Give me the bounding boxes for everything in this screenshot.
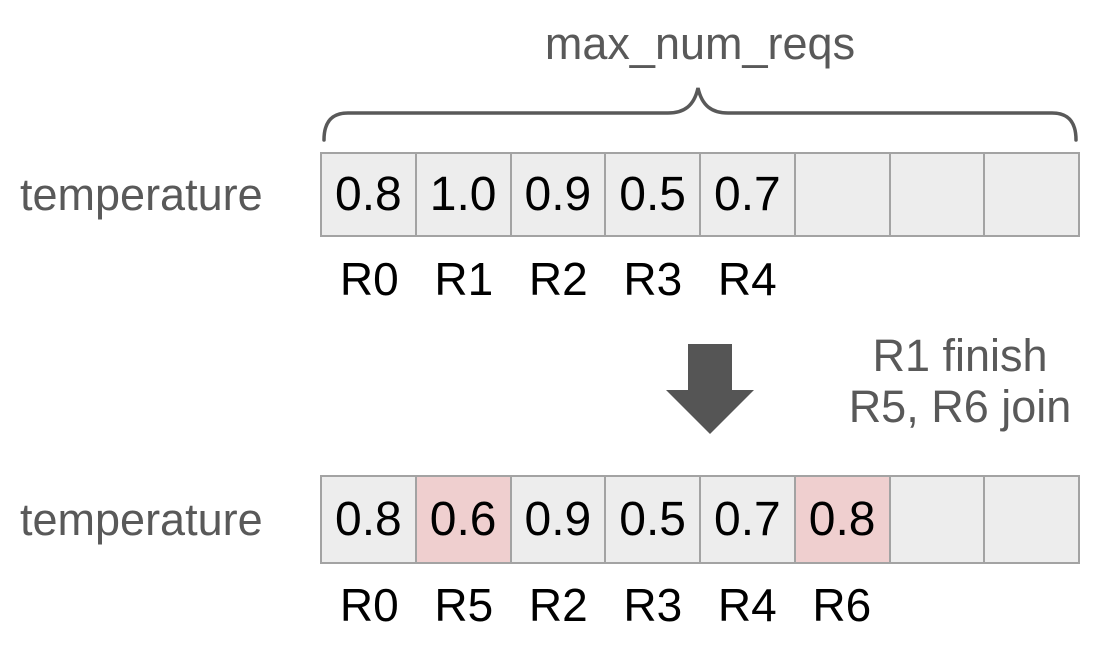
array-cell-highlighted: 0.6 xyxy=(414,477,510,562)
array-cell: 0.5 xyxy=(604,154,699,235)
request-id-label: R2 xyxy=(528,253,588,305)
request-id-label: R2 xyxy=(528,579,588,631)
request-id-label: R3 xyxy=(623,253,683,305)
max-num-reqs-label: max_num_reqs xyxy=(544,18,856,69)
array-cell xyxy=(888,477,984,562)
request-id-label: R3 xyxy=(623,579,683,631)
request-id-label: R0 xyxy=(339,579,399,631)
array-cell: 0.7 xyxy=(699,154,794,235)
request-id-row-before: R0 R1 R2 R3 R4 xyxy=(322,252,1078,305)
array-cell: 1.0 xyxy=(414,154,510,235)
array-cell: 0.8 xyxy=(322,477,415,562)
array-cell xyxy=(983,154,1078,235)
transition-note: R1 finish R5, R6 join xyxy=(810,330,1110,432)
request-id-row-after: R0 R5 R2 R3 R4 R6 xyxy=(322,578,1078,631)
array-cell: 0.7 xyxy=(699,477,794,562)
array-cell: 0.9 xyxy=(509,154,605,235)
request-id-label: R4 xyxy=(717,253,777,305)
array-cell: 0.9 xyxy=(509,477,605,562)
transition-note-line2: R5, R6 join xyxy=(848,381,1072,432)
temperature-row-label-before: temperature xyxy=(20,168,263,220)
array-cell: 0.8 xyxy=(322,154,415,235)
array-cell-highlighted: 0.8 xyxy=(793,477,889,562)
curly-brace xyxy=(322,87,1078,142)
request-id-label: R1 xyxy=(434,253,494,305)
request-id-label: R5 xyxy=(434,579,494,631)
array-cell xyxy=(793,154,889,235)
request-id-label: R4 xyxy=(717,579,777,631)
array-cell xyxy=(888,154,984,235)
down-arrow-icon xyxy=(666,344,754,434)
transition-note-line1: R1 finish xyxy=(872,330,1048,381)
request-id-label: R6 xyxy=(812,579,872,631)
array-cell: 0.5 xyxy=(604,477,699,562)
array-cell xyxy=(983,477,1078,562)
temperature-row-label-after: temperature xyxy=(20,493,263,545)
request-id-label: R0 xyxy=(339,253,399,305)
